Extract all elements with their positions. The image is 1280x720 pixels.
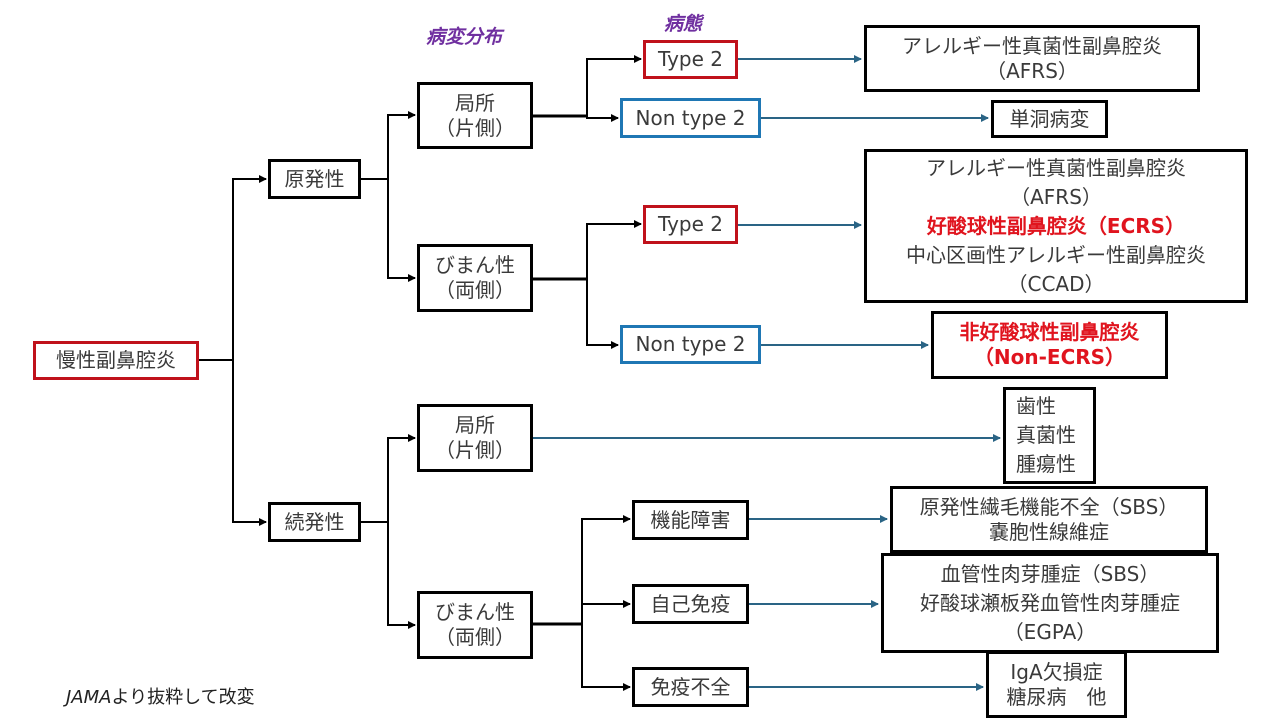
node-local-non-type2[interactable]: Non type 2 (620, 98, 761, 138)
link-primary-to-diffuse (387, 179, 416, 282)
node-label: Type 2 (657, 47, 724, 71)
node-label: 原発性 (284, 166, 345, 191)
node-diffuse-type2[interactable]: Type 2 (643, 205, 738, 244)
node-diffuse-non-type2[interactable]: Non type 2 (620, 325, 761, 364)
link-secondary-to-local (387, 434, 416, 522)
node-sublabel: （片側） (435, 115, 515, 140)
outcome-line: 血管性肉芽腫症（SBS） (940, 561, 1160, 586)
outcome-line: 単洞病変 (1009, 106, 1090, 131)
outcome-line: （Non-ECRS） (973, 345, 1126, 369)
header-lesion-distribution: 病変分布 (426, 26, 503, 48)
node-label: Non type 2 (635, 105, 746, 130)
node-primary-diffuse[interactable]: びまん性 （両側） (417, 244, 533, 312)
node-sublabel: （両側） (435, 278, 515, 302)
node-sublabel: （片側） (435, 438, 515, 462)
node-label: 局所 (455, 413, 495, 437)
outcome-non-ecrs[interactable]: 非好酸球性副鼻腔炎 （Non-ECRS） (931, 311, 1168, 379)
link-sdiffuse-to-dysfunction (581, 515, 631, 624)
link-pdiffuse-to-nontype2 (586, 279, 619, 349)
node-immunodeficiency[interactable]: 免疫不全 (632, 667, 749, 707)
outcome-line: 好酸球瀬板発血管性肉芽腫症 (920, 590, 1180, 615)
outcome-line: 非好酸球性副鼻腔炎 (959, 320, 1140, 344)
node-secondary[interactable]: 続発性 (268, 502, 361, 542)
node-primary[interactable]: 原発性 (268, 159, 361, 199)
link-plocal-to-type2 (586, 55, 642, 116)
outcome-diffuse-type2[interactable]: アレルギー性真菌性副鼻腔炎 （AFRS） 好酸球性副鼻腔炎（ECRS） 中心区画… (864, 149, 1248, 303)
outcome-line: 腫瘍性 (1016, 452, 1076, 476)
node-label: Type 2 (657, 212, 724, 236)
outcome-afrs[interactable]: アレルギー性真菌性副鼻腔炎 （AFRS） (864, 25, 1200, 92)
node-primary-local[interactable]: 局所 （片側） (417, 82, 533, 149)
outcome-line: 歯性 (1016, 394, 1056, 418)
link-sdiffuse-to-immunodef (581, 519, 631, 691)
outcome-line: （AFRS） (986, 58, 1078, 83)
outcome-ecrs-highlight: 好酸球性副鼻腔炎（ECRS） (926, 213, 1186, 238)
source-note-text: より抜粋して改変 (111, 687, 255, 708)
outcome-immunodeficiency[interactable]: IgA欠損症 糖尿病 他 (986, 651, 1127, 718)
node-label: 機能障害 (650, 507, 731, 532)
node-label: 局所 (455, 90, 495, 115)
outcome-line: （CCAD） (1007, 271, 1105, 296)
node-label: 自己免疫 (650, 591, 731, 616)
outcome-line: IgA欠損症 (1010, 659, 1103, 684)
outcome-line: 原発性繊毛機能不全（SBS） (919, 494, 1179, 519)
outcome-line: 嚢胞性線維症 (989, 519, 1109, 544)
outcome-single-sinus[interactable]: 単洞病変 (991, 100, 1108, 138)
node-sublabel: （両側） (435, 625, 515, 649)
outcome-line: 真菌性 (1016, 423, 1076, 447)
link-root-to-primary (232, 175, 267, 360)
node-dysfunction[interactable]: 機能障害 (632, 500, 749, 540)
node-label: びまん性 (435, 253, 515, 277)
outcome-line: 糖尿病 他 (1006, 684, 1107, 709)
source-note-journal: JAMA (66, 687, 112, 708)
outcome-dysfunction[interactable]: 原発性繊毛機能不全（SBS） 嚢胞性線維症 (890, 486, 1208, 553)
node-autoimmune[interactable]: 自己免疫 (632, 584, 749, 624)
outcome-line: （EGPA） (1003, 619, 1097, 644)
node-local-type2[interactable]: Type 2 (643, 40, 738, 79)
node-label: Non type 2 (635, 332, 746, 356)
header-pathology: 病態 (664, 13, 703, 35)
link-secondary-to-diffuse (387, 522, 416, 629)
node-label: びまん性 (435, 600, 515, 624)
outcome-line: アレルギー性真菌性副鼻腔炎 (902, 33, 1162, 58)
outcome-autoimmune[interactable]: 血管性肉芽腫症（SBS） 好酸球瀬板発血管性肉芽腫症 （EGPA） (881, 553, 1219, 653)
link-pdiffuse-to-type2 (586, 220, 642, 279)
outcome-line: アレルギー性真菌性副鼻腔炎 (926, 155, 1186, 180)
node-secondary-diffuse[interactable]: びまん性 （両側） (417, 591, 533, 659)
link-root-to-secondary (232, 360, 267, 526)
link-primary-to-local (387, 111, 416, 179)
link-plocal-to-nontype2 (586, 114, 619, 122)
node-label: 免疫不全 (650, 674, 731, 699)
outcome-line: （AFRS） (1010, 184, 1102, 209)
node-label: 慢性副鼻腔炎 (56, 348, 176, 372)
source-note: JAMAより抜粋して改変 (66, 683, 255, 709)
outcome-secondary-local[interactable]: 歯性 真菌性 腫瘍性 (1003, 387, 1096, 484)
node-secondary-local[interactable]: 局所 （片側） (417, 404, 533, 472)
node-label: 続発性 (284, 509, 345, 534)
node-chronic-rhinosinusitis[interactable]: 慢性副鼻腔炎 (33, 341, 199, 380)
outcome-line: 中心区画性アレルギー性副鼻腔炎 (906, 242, 1206, 267)
